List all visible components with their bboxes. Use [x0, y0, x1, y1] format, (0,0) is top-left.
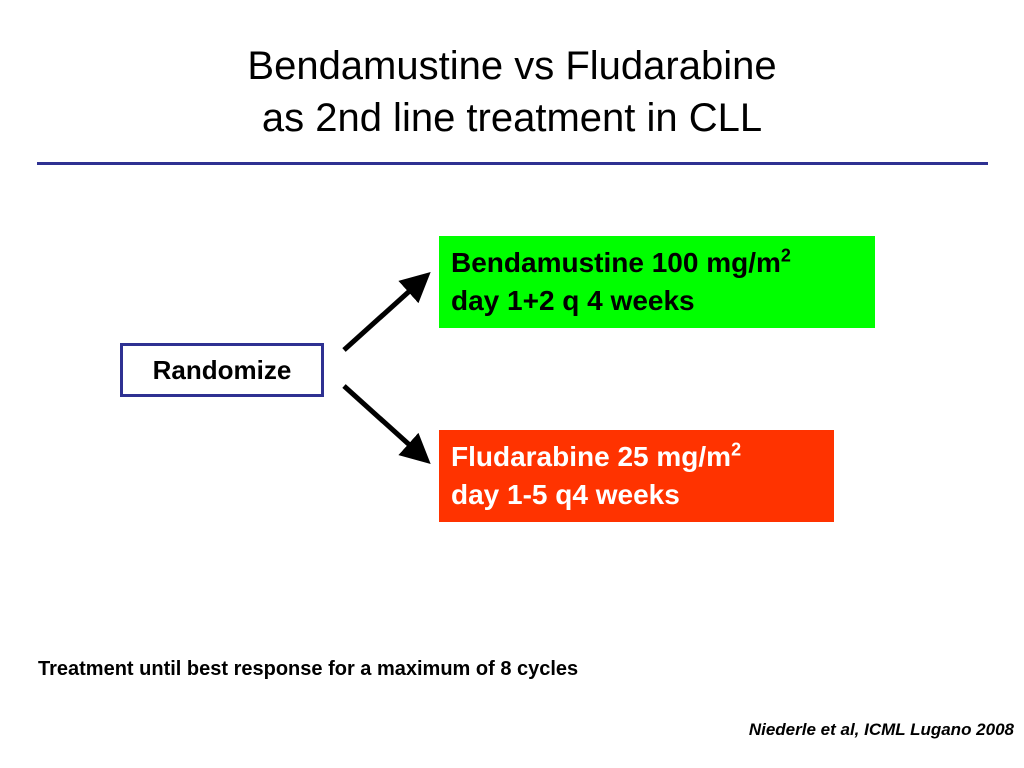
footnote: Treatment until best response for a maxi… — [38, 658, 579, 680]
bendamustine-arm-box: Bendamustine 100 mg/m2 day 1+2 q 4 weeks — [439, 236, 875, 328]
randomize-box: Randomize — [120, 343, 324, 397]
bendamustine-dose-exponent: 2 — [780, 245, 791, 266]
fludarabine-arm-box: Fludarabine 25 mg/m2 day 1-5 q4 weeks — [439, 430, 834, 522]
slide-title: Bendamustine vs Fludarabine as 2nd line … — [0, 40, 1024, 144]
citation: Niederle et al, ICML Lugano 2008 — [748, 720, 1014, 739]
bendamustine-dose: Bendamustine 100 mg/m2 — [451, 244, 863, 282]
title-line-2: as 2nd line treatment in CLL — [261, 96, 763, 140]
fludarabine-schedule: day 1-5 q4 weeks — [451, 479, 680, 510]
title-line-1: Bendamustine vs Fludarabine — [247, 44, 777, 88]
bendamustine-dose-text: Bendamustine 100 mg/m — [451, 247, 781, 278]
title-divider — [37, 162, 988, 165]
bendamustine-schedule: day 1+2 q 4 weeks — [451, 285, 695, 316]
fludarabine-dose-exponent: 2 — [731, 439, 742, 460]
arrow-to-bendamustine — [342, 271, 431, 352]
randomize-label: Randomize — [152, 354, 292, 385]
fludarabine-dose-text: Fludarabine 25 mg/m — [451, 441, 732, 472]
fludarabine-dose: Fludarabine 25 mg/m2 — [451, 438, 822, 476]
arrow-to-fludarabine — [342, 384, 431, 465]
